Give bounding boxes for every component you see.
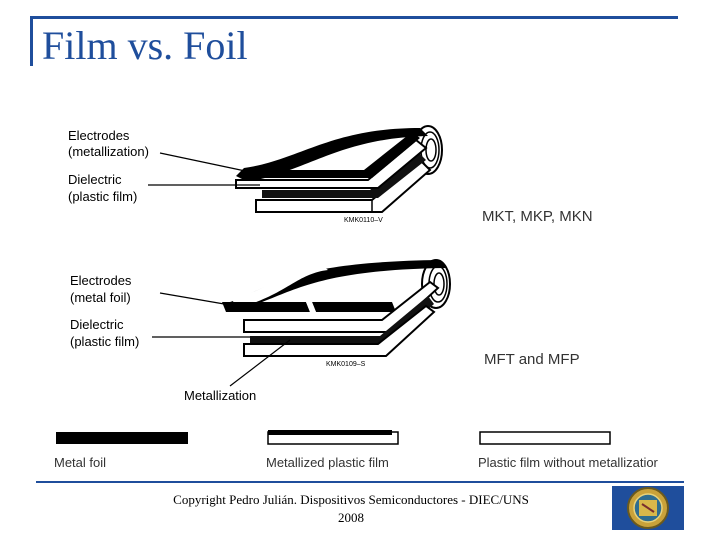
legend-plain-film-swatch [479, 431, 611, 445]
legend-metal-foil-label: Metal foil [54, 455, 106, 470]
foil-electrodes-label-2: (metal foil) [70, 290, 131, 305]
legend-metal-foil-swatch [56, 432, 188, 444]
copyright-notice: Copyright Pedro Julián. Dispositivos Sem… [140, 491, 562, 527]
title-frame-left [30, 16, 33, 66]
foil-dielectric-label-2: (plastic film) [70, 334, 139, 349]
film-types-label: MKT, MKP, MKN [482, 208, 593, 225]
film-electrodes-label-2: (metallization) [68, 144, 149, 159]
footer-divider [36, 481, 684, 483]
slide-title: Film vs. Foil [42, 23, 248, 68]
film-capacitor-illustration [235, 125, 443, 213]
foil-types-label: MFT and MFP [484, 351, 580, 368]
legend-metallized-film-label: Metallized plastic film [266, 455, 389, 470]
film-figure-code: KMK0110–V [344, 217, 383, 224]
legend-plain-film-label: Plastic film without metallizatior [478, 455, 659, 470]
title-frame-top [30, 16, 678, 19]
foil-electrodes-label-1: Electrodes [70, 273, 132, 288]
film-electrodes-label-1: Electrodes [68, 128, 130, 143]
copyright-line-2: 2008 [338, 510, 364, 525]
university-seal-icon [612, 486, 684, 530]
metallization-label: Metallization [184, 388, 256, 403]
foil-figure-code: KMK0109–S [326, 361, 366, 368]
capacitor-construction-diagram: Electrodes (metallization) Dielectric (p… [54, 125, 659, 470]
film-callouts [148, 152, 260, 186]
foil-dielectric-label-1: Dielectric [70, 317, 124, 332]
legend [56, 430, 611, 445]
foil-callouts [152, 292, 291, 387]
copyright-line-1: Copyright Pedro Julián. Dispositivos Sem… [173, 492, 529, 507]
foil-capacitor-illustration [222, 259, 451, 357]
film-dielectric-label-1: Dielectric [68, 172, 122, 187]
film-dielectric-label-2: (plastic film) [68, 189, 137, 204]
